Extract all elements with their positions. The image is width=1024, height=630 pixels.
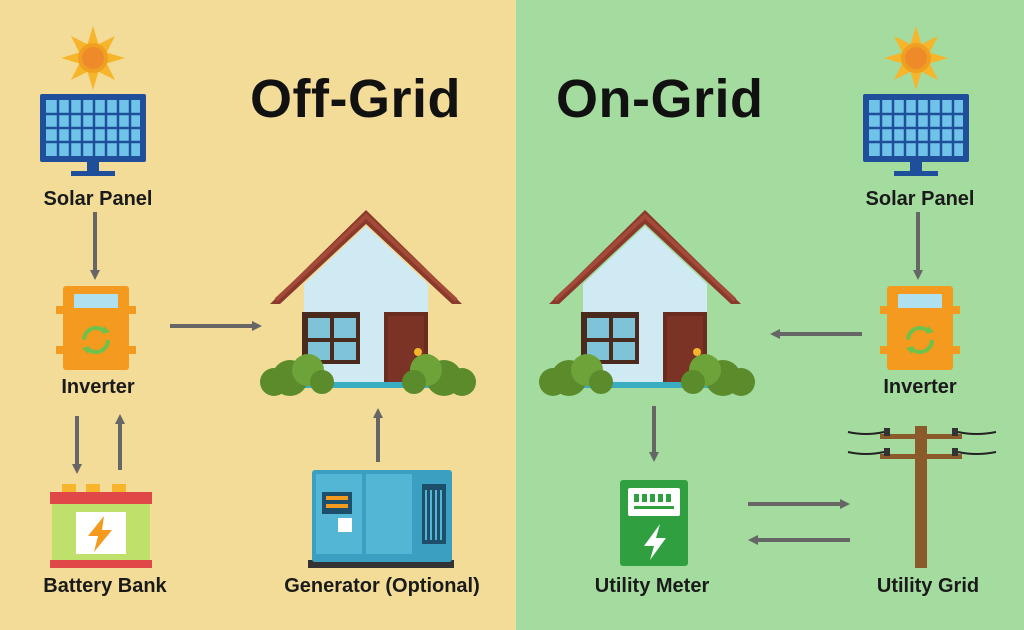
sun-icon-on	[884, 26, 948, 90]
utility-pole-icon	[847, 426, 997, 568]
utility-meter-icon	[620, 480, 688, 566]
inverter-icon-on	[878, 284, 962, 372]
generator-label: Generator (Optional)	[284, 575, 480, 597]
solar-panel-icon	[38, 92, 148, 178]
inverter-icon	[54, 284, 138, 372]
on-grid-title: On-Grid	[556, 69, 764, 129]
battery-bank-label: Battery Bank	[43, 575, 167, 597]
battery-bank-icon	[50, 484, 152, 568]
sun-icon	[61, 26, 125, 90]
house-off-grid-icon	[258, 208, 478, 398]
utility-grid-label: Utility Grid	[876, 575, 980, 597]
generator-icon	[308, 470, 454, 568]
solar-panel-label-off: Solar Panel	[43, 188, 153, 210]
off-grid-title: Off-Grid	[250, 69, 461, 129]
utility-meter-label: Utility Meter	[594, 575, 710, 597]
house-on-grid-icon	[537, 208, 757, 398]
solar-panel-icon-on	[861, 92, 971, 178]
inverter-label-on: Inverter	[883, 376, 957, 398]
inverter-label-off: Inverter	[61, 376, 135, 398]
solar-panel-label-on: Solar Panel	[865, 188, 975, 210]
